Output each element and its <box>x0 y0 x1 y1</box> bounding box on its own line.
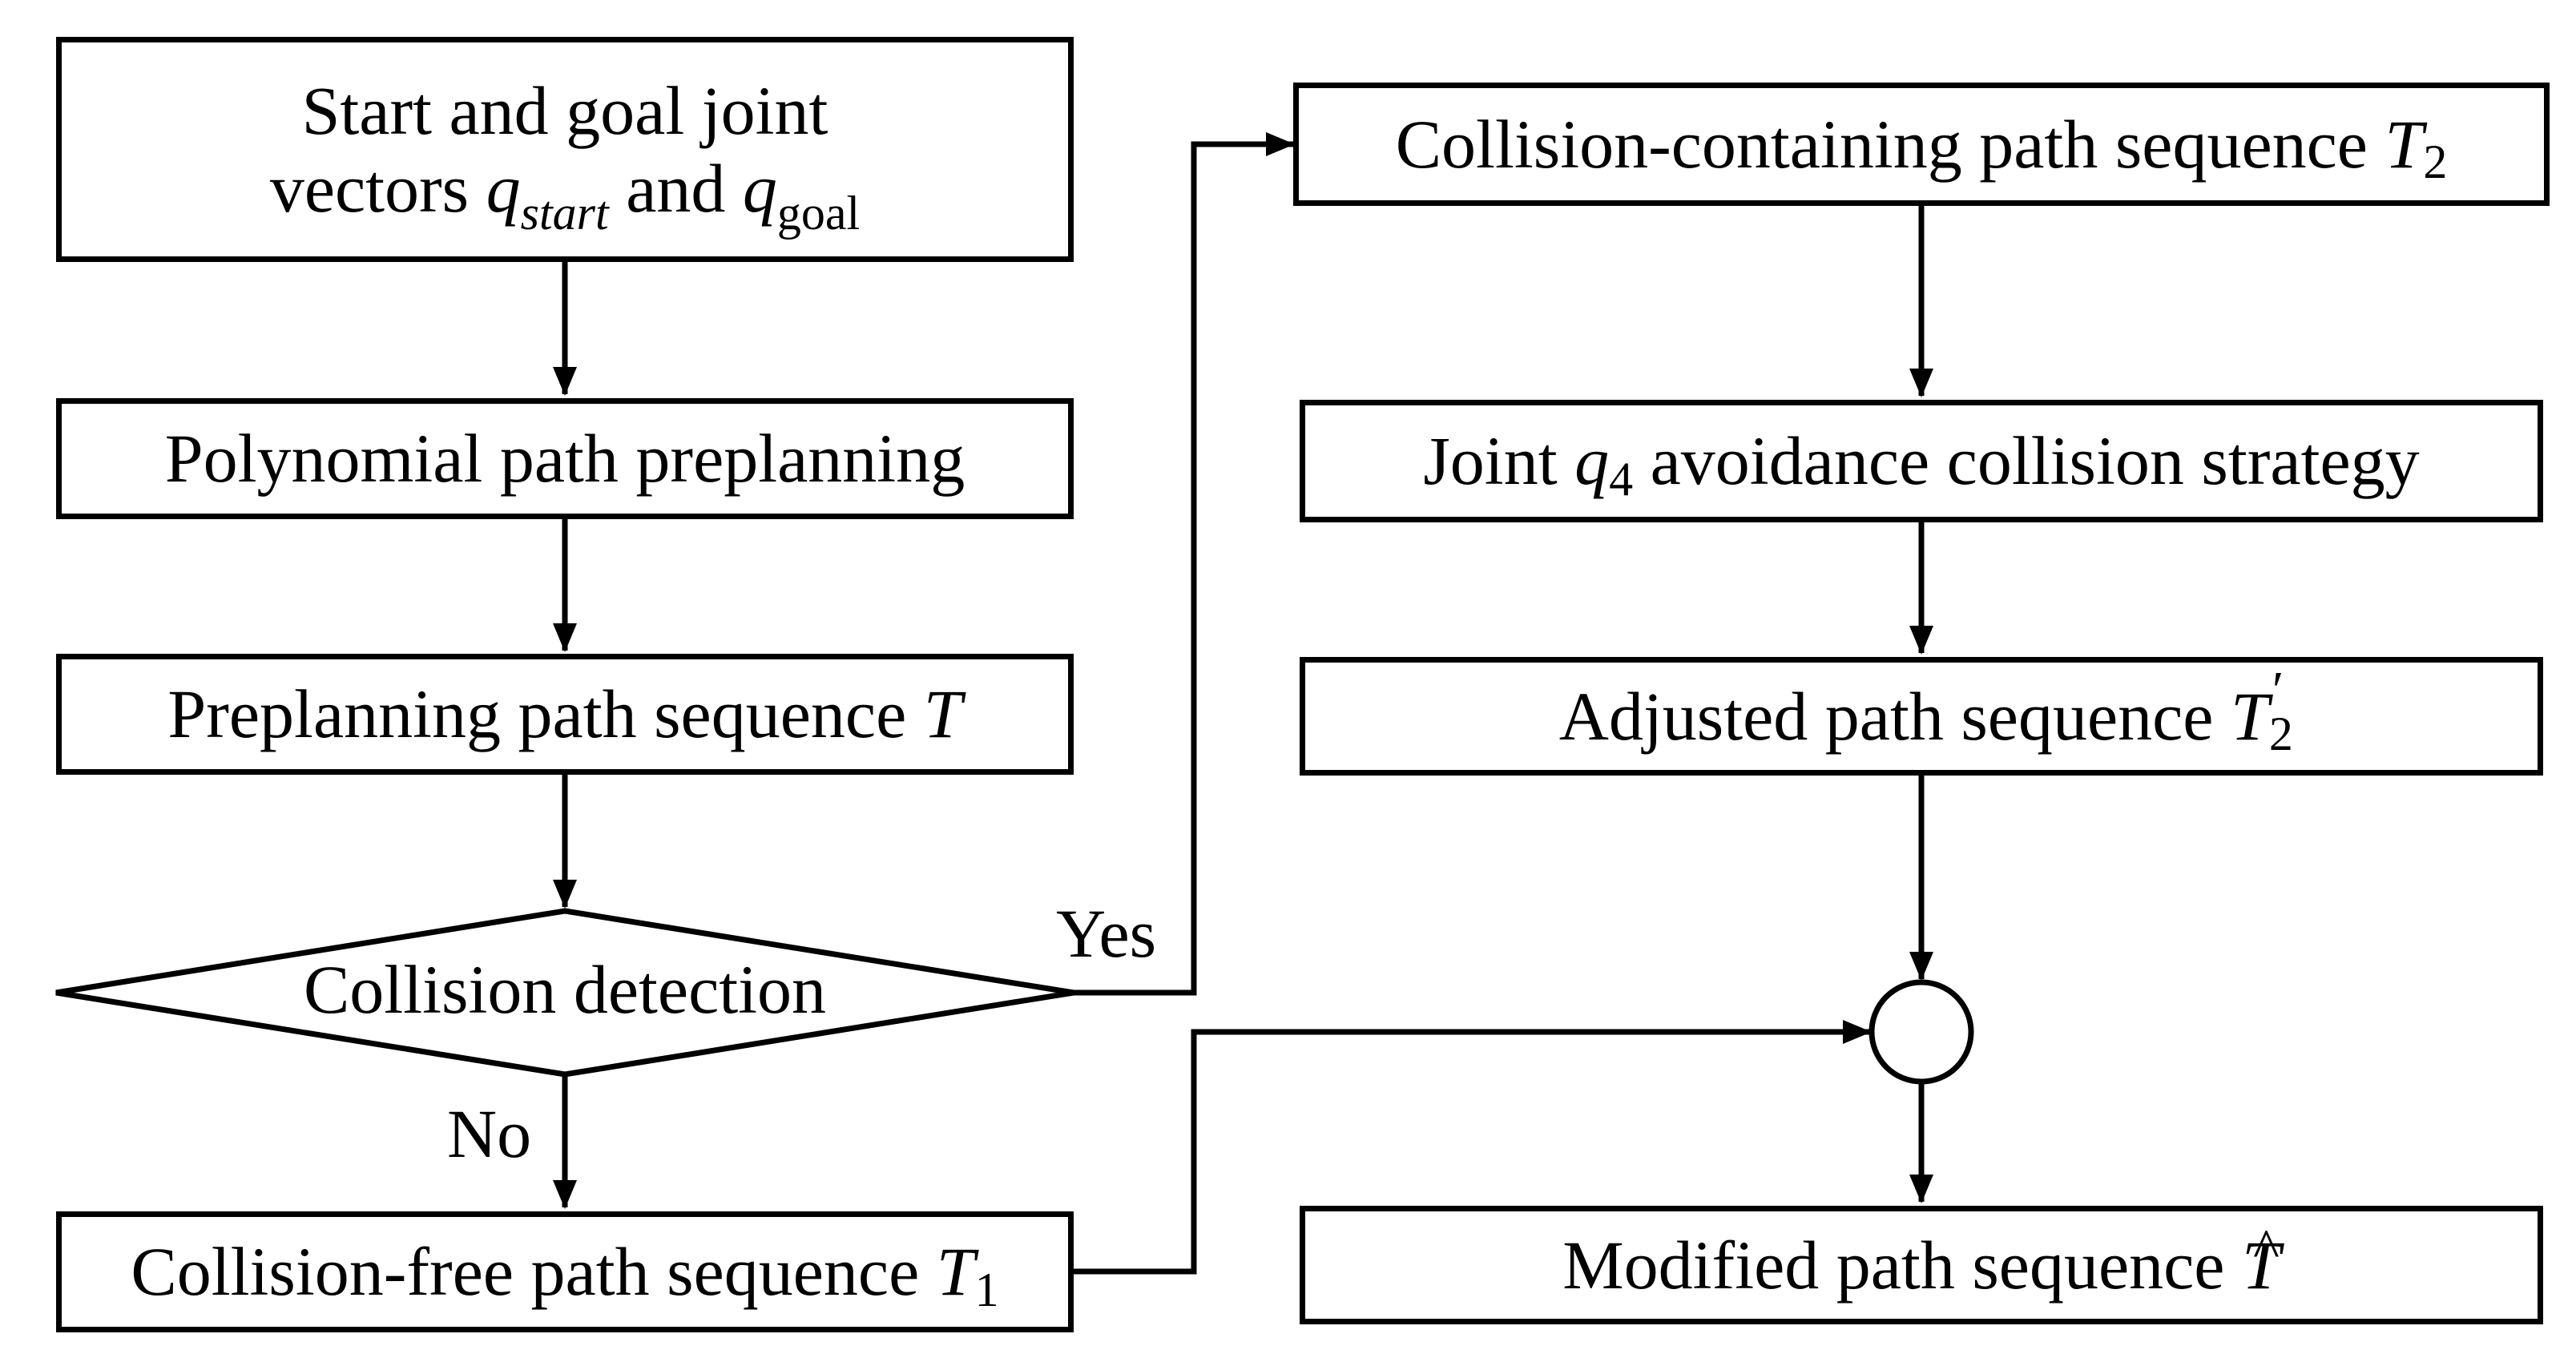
collision-free-symbol: T <box>936 1233 975 1311</box>
avoidance-prefix: Joint <box>1423 422 1575 500</box>
merge-junction-circle <box>1869 979 1974 1085</box>
start-goal-box: Start and goal joint vectors qstart and … <box>56 37 1074 262</box>
polynomial-preplanning-label: Polynomial path preplanning <box>164 420 965 498</box>
polynomial-preplanning-box: Polynomial path preplanning <box>56 398 1074 519</box>
modified-label: Modified path sequence <box>1562 1226 2242 1304</box>
adjusted-label: Adjusted path sequence <box>1558 677 2231 755</box>
preplanning-sequence-symbol: T <box>923 675 962 753</box>
q-start-symbol: q <box>486 149 521 227</box>
start-goal-line1: Start and goal joint <box>301 72 828 150</box>
modified-symbol-hat: ^T <box>2241 1221 2280 1304</box>
q-start-subscript: start <box>520 186 609 240</box>
modified-symbol: T <box>2241 1226 2280 1304</box>
collision-free-label: Collision-free path sequence <box>131 1233 937 1311</box>
arrow-free-to-junction <box>1074 1020 1872 1275</box>
collision-containing-label: Collision-containing path sequence <box>1395 105 2385 183</box>
start-goal-line2: vectors qstart and qgoal <box>269 149 860 237</box>
avoidance-suffix: avoidance collision strategy <box>1633 422 2420 500</box>
modified-sequence-box: Modified path sequence ^T <box>1300 1206 2543 1324</box>
preplanning-sequence-box: Preplanning path sequence T <box>56 654 1074 775</box>
start-goal-line2-prefix: vectors <box>269 149 486 227</box>
q-goal-subscript: goal <box>776 186 861 240</box>
adjusted-symbol: T <box>2230 677 2269 755</box>
q-goal-symbol: q <box>742 149 777 227</box>
preplanning-sequence-label: Preplanning path sequence <box>167 675 924 753</box>
arrow-detection-yes-to-containing <box>1074 132 1295 996</box>
start-goal-and: and <box>608 149 743 227</box>
collision-containing-symbol: T <box>2385 105 2424 183</box>
collision-detection-label: Collision detection <box>303 951 827 1028</box>
edge-label-yes: Yes <box>1056 895 1157 972</box>
edge-label-no: No <box>447 1095 532 1172</box>
collision-detection-diamond <box>55 908 1074 1078</box>
modified-hat-mark: ^ <box>2252 1218 2280 1280</box>
avoidance-q-symbol: q <box>1574 422 1610 500</box>
